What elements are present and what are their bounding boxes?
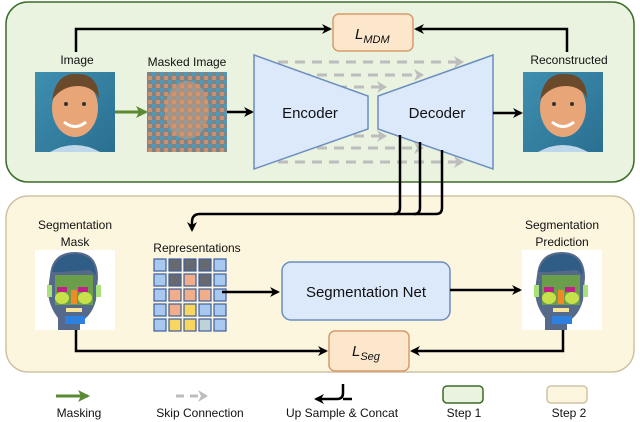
representation-cell bbox=[168, 318, 182, 332]
masked-image-label: Masked Image bbox=[148, 55, 227, 69]
representation-cell bbox=[168, 288, 182, 302]
recon-to-loss-line bbox=[414, 24, 569, 52]
reconstructed-image bbox=[523, 72, 603, 152]
representation-cell bbox=[213, 318, 227, 332]
representation-cell bbox=[198, 288, 212, 302]
representation-cell bbox=[153, 288, 167, 302]
loss-mdm-box: LMDM bbox=[332, 13, 414, 52]
segmentation-mask-image bbox=[35, 250, 115, 330]
representation-cell bbox=[183, 273, 197, 287]
representation-cell bbox=[153, 318, 167, 332]
svg-text:Up Sample & Concat: Up Sample & Concat bbox=[286, 406, 399, 420]
representation-cell bbox=[183, 258, 197, 272]
segmentation-net-label: Segmentation Net bbox=[306, 284, 427, 301]
seg-mask-label-1: Segmentation bbox=[38, 218, 112, 232]
representation-cell bbox=[198, 258, 212, 272]
legend-masking: Masking bbox=[56, 390, 102, 420]
reconstructed-label: Reconstructed bbox=[530, 53, 607, 67]
segmentation-prediction-image bbox=[522, 250, 602, 330]
representations-label: Representations bbox=[153, 241, 240, 255]
seg-mask-label-2: Mask bbox=[61, 235, 91, 249]
image-to-loss-line bbox=[74, 24, 332, 52]
decoder-block bbox=[377, 53, 494, 171]
encoder-label: Encoder bbox=[282, 105, 338, 122]
decoder-label: Decoder bbox=[409, 105, 466, 122]
mask-to-segloss-line bbox=[74, 330, 328, 356]
representation-cell bbox=[183, 303, 197, 317]
representation-cell bbox=[198, 273, 212, 287]
seg-pred-label-1: Segmentation bbox=[525, 218, 599, 232]
loss-seg-box: LSeg bbox=[328, 330, 410, 372]
masked-image bbox=[147, 72, 227, 152]
representation-cell bbox=[168, 303, 182, 317]
svg-text:Step 2: Step 2 bbox=[552, 406, 587, 420]
representation-cell bbox=[213, 258, 227, 272]
representation-cell bbox=[153, 258, 167, 272]
svg-text:LMDM: LMDM bbox=[355, 26, 390, 46]
legend-step1: Step 1 bbox=[442, 385, 484, 420]
legend-skip-connection: Skip Connection bbox=[156, 390, 244, 420]
representation-cell bbox=[198, 318, 212, 332]
svg-text:Step 1: Step 1 bbox=[447, 406, 482, 420]
representation-cell bbox=[213, 273, 227, 287]
legend-upsample-concat: Up Sample & Concat bbox=[286, 384, 399, 420]
representation-cell bbox=[213, 303, 227, 317]
pred-to-segloss-line bbox=[410, 330, 565, 356]
seg-pred-label-2: Prediction bbox=[535, 235, 588, 249]
representation-grid bbox=[153, 258, 227, 332]
representation-cell bbox=[198, 303, 212, 317]
skip-connections bbox=[278, 56, 464, 168]
svg-text:LSeg: LSeg bbox=[352, 343, 381, 363]
image-label: Image bbox=[60, 53, 94, 67]
representation-cell bbox=[153, 303, 167, 317]
representation-cell bbox=[183, 288, 197, 302]
upsample-concat-lines bbox=[187, 135, 444, 232]
encoder-block bbox=[253, 53, 369, 171]
representation-cell bbox=[168, 258, 182, 272]
svg-text:Masking: Masking bbox=[57, 406, 102, 420]
legend-step2: Step 2 bbox=[546, 385, 588, 420]
representation-cell bbox=[168, 273, 182, 287]
legend: Masking Skip Connection Up Sample & Conc… bbox=[56, 384, 588, 420]
representation-cell bbox=[153, 273, 167, 287]
representation-cell bbox=[183, 318, 197, 332]
input-image bbox=[35, 72, 115, 152]
svg-text:Skip Connection: Skip Connection bbox=[156, 406, 243, 420]
